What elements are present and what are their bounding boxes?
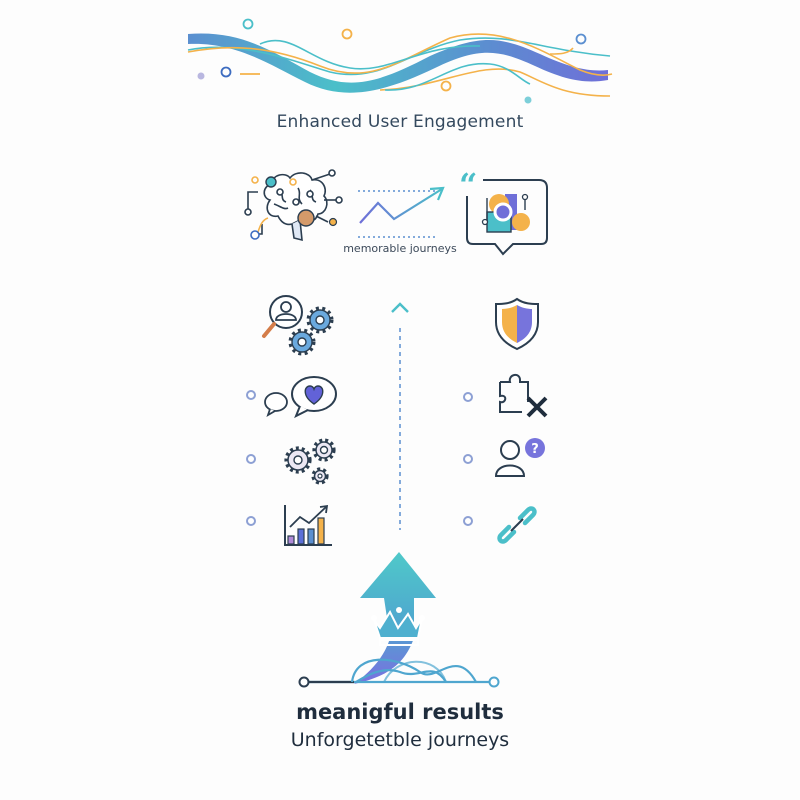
- chevron-up-icon: [391, 302, 409, 313]
- right-marker-1: [463, 392, 473, 402]
- result-subtitle: Unforgetetble journeys: [290, 729, 510, 751]
- svg-text:?: ?: [531, 442, 539, 457]
- wave-banner-graphic: [187, 18, 613, 104]
- right-marker-2: [463, 454, 473, 464]
- chat-heart-icon: [264, 376, 337, 419]
- result-title: meanigful results: [296, 700, 504, 724]
- trend-caption: memorable journeys: [343, 242, 457, 255]
- right-marker-3: [463, 516, 473, 526]
- left-marker-3: [246, 516, 256, 526]
- gears-icon: [284, 438, 336, 485]
- arrow-crown-icon: [298, 552, 500, 688]
- trend-up-arrow-icon: [358, 186, 445, 238]
- svg-text:“: “: [459, 166, 477, 204]
- quote-chat-bubble-icon: “: [459, 166, 548, 256]
- left-marker-2: [246, 454, 256, 464]
- puzzle-x-icon: [499, 374, 548, 418]
- link-chain-icon: [497, 506, 537, 544]
- brain-network-icon: [244, 169, 343, 242]
- page-title: Enhanced User Engagement: [276, 112, 524, 132]
- bar-chart-growth-icon: [284, 504, 332, 546]
- shield-icon: [495, 297, 539, 351]
- center-dashed-axis: [391, 302, 409, 530]
- user-question-icon: ?: [494, 438, 545, 477]
- user-search-gears-icon: [262, 295, 334, 356]
- left-marker-1: [246, 390, 256, 400]
